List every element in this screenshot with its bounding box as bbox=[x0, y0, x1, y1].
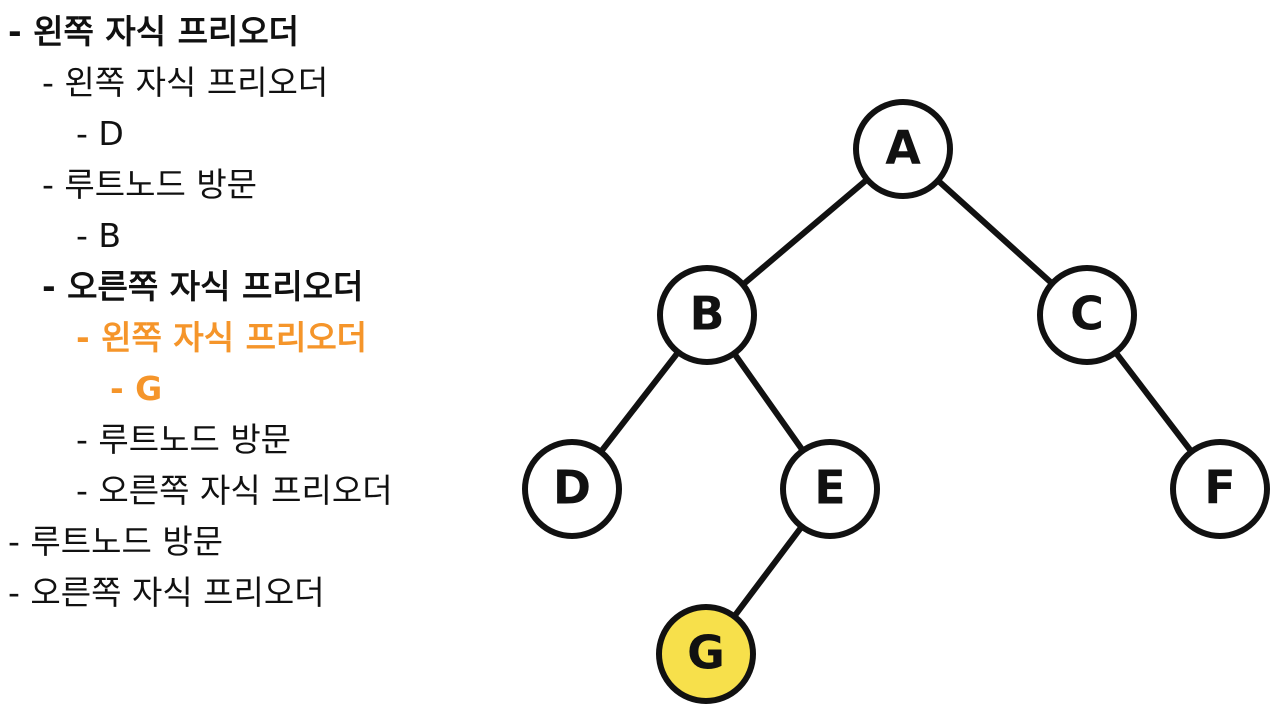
outline-item: - 루트노드 방문 bbox=[76, 420, 292, 459]
tree-node-e: E bbox=[780, 439, 880, 539]
tree-node-circle bbox=[780, 439, 880, 539]
tree-node-d: D bbox=[522, 439, 622, 539]
outline-item: - 오른쪽 자식 프리오더 bbox=[42, 267, 364, 306]
tree-node-circle bbox=[522, 439, 622, 539]
tree-node-label: B bbox=[689, 287, 724, 341]
outline-item: - D bbox=[76, 114, 124, 153]
outline-item: - 왼쪽 자식 프리오더 bbox=[42, 63, 329, 102]
preorder-outline: - 왼쪽 자식 프리오더 - 왼쪽 자식 프리오더 - D - 루트노드 방문 - B -… bbox=[8, 6, 393, 618]
tree-node-f: F bbox=[1170, 439, 1270, 539]
tree-node-circle bbox=[656, 604, 756, 704]
tree-node-circle bbox=[657, 265, 757, 365]
tree-node-a: A bbox=[853, 99, 953, 199]
tree-node-label: C bbox=[1070, 287, 1104, 341]
tree-node-circle bbox=[1037, 265, 1137, 365]
outline-item: - 루트노드 방문 bbox=[42, 165, 258, 204]
tree-node-label: G bbox=[687, 626, 725, 680]
outline-item: - 오른쪽 자식 프리오더 bbox=[8, 573, 325, 612]
tree-nodes: A B C D E F G bbox=[522, 99, 1270, 704]
tree-node-circle bbox=[853, 99, 953, 199]
tree-node-circle bbox=[1170, 439, 1270, 539]
outline-item: - 오른쪽 자식 프리오더 bbox=[76, 471, 393, 510]
tree-node-c: C bbox=[1037, 265, 1137, 365]
tree-node-label: E bbox=[814, 461, 845, 515]
outline-item: - B bbox=[76, 216, 122, 255]
tree-node-label: F bbox=[1204, 461, 1235, 515]
outline-item: - 루트노드 방문 bbox=[8, 522, 224, 561]
outline-item: - 왼쪽 자식 프리오더 bbox=[8, 12, 300, 51]
tree-edges bbox=[569, 146, 1223, 656]
tree-node-b: B bbox=[657, 265, 757, 365]
tree-node-label: D bbox=[553, 461, 591, 515]
outline-item: - G bbox=[110, 369, 163, 408]
tree-node-g: G bbox=[656, 604, 756, 704]
outline-item: - 왼쪽 자식 프리오더 bbox=[76, 318, 368, 357]
tree-node-label: A bbox=[885, 121, 921, 175]
